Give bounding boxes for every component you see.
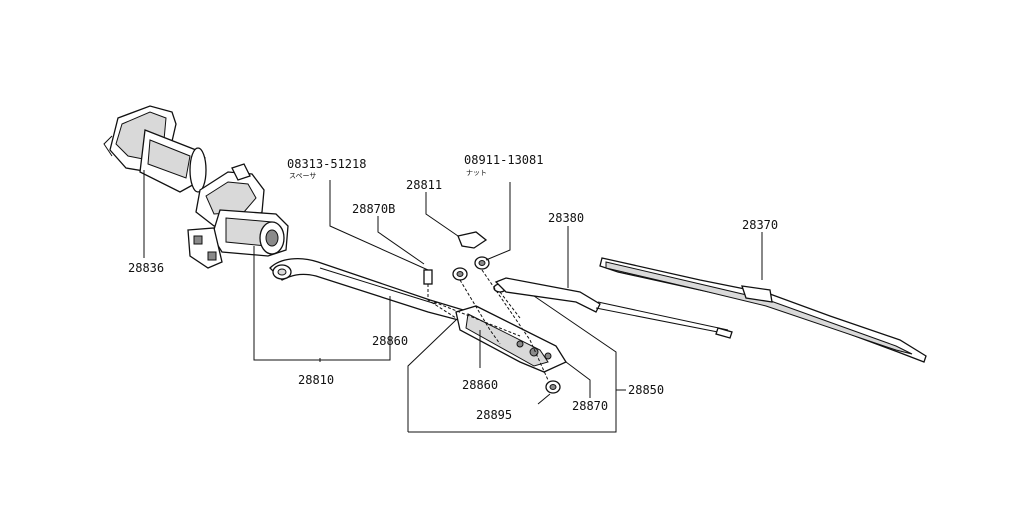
component-linkage-rod [269,257,471,323]
label-28380: 28380 [548,211,584,225]
dashed-guides [427,269,549,381]
label-28870b: 28870B [352,202,395,216]
label-28836: 28836 [128,261,164,275]
component-wiper-blade [599,257,927,363]
label-28870: 28870 [572,399,608,413]
label-08911-13081-sub: ナット [466,169,487,177]
label-28370: 28370 [742,218,778,232]
label-28860-upper: 28860 [372,334,408,348]
label-28810: 28810 [298,373,334,387]
component-clamp-cylinder [187,163,289,269]
label-28850: 28850 [628,383,664,397]
label-08313-51218: 08313-51218 [287,157,366,171]
label-08911-13081: 08911-13081 [464,153,543,167]
component-small-parts [423,231,561,394]
label-28895: 28895 [476,408,512,422]
component-pivot-plate [455,305,567,373]
leader-lines [143,170,763,433]
label-28811: 28811 [406,178,442,192]
label-28860-lower: 28860 [462,378,498,392]
component-wiper-arm [494,277,733,339]
component-28836-housing [103,105,207,193]
label-08313-51218-sub: スペーサ [289,172,316,180]
